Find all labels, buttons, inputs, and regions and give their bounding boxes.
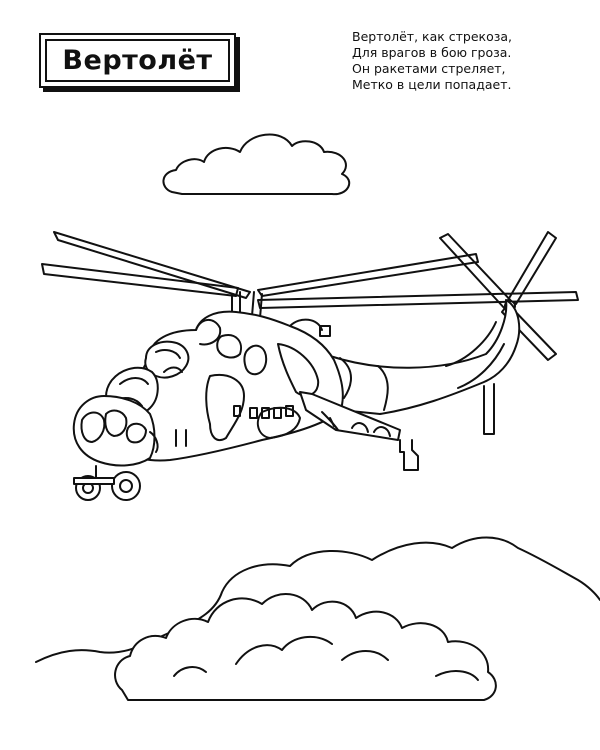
- bushes: [114, 592, 497, 701]
- poem-line-3: Он ракетами стреляет,: [352, 61, 506, 76]
- rotor-mast: [231, 291, 263, 319]
- rotor-blade-right-long: [257, 291, 579, 309]
- page-title: Вертолёт: [62, 45, 213, 76]
- nose: [72, 395, 156, 467]
- cabin-windows: [233, 405, 294, 419]
- poem-line-4: Метко в цели попадает.: [352, 77, 512, 92]
- main-landing-gear: [399, 439, 419, 471]
- rotor-blade-left-upper: [53, 231, 251, 299]
- tail-gear: [483, 383, 495, 435]
- title-plate: Вертолёт: [39, 33, 236, 88]
- main-rotor: [41, 231, 579, 319]
- tail-boom: [329, 299, 521, 415]
- poem-line-1: Вертолёт, как стрекоза,: [352, 29, 513, 44]
- rotor-blade-right-upper: [257, 253, 479, 297]
- poem-line-2: Для врагов в бою гроза.: [352, 45, 512, 60]
- stub-wing: [299, 391, 401, 441]
- cloud: [162, 133, 351, 196]
- title-plate-inner: Вертолёт: [45, 39, 230, 82]
- poem: Вертолёт, как стрекоза, Для врагов в бою…: [352, 29, 592, 93]
- nose-wheels: [73, 465, 141, 501]
- rotor-blade-left-lower: [41, 263, 239, 297]
